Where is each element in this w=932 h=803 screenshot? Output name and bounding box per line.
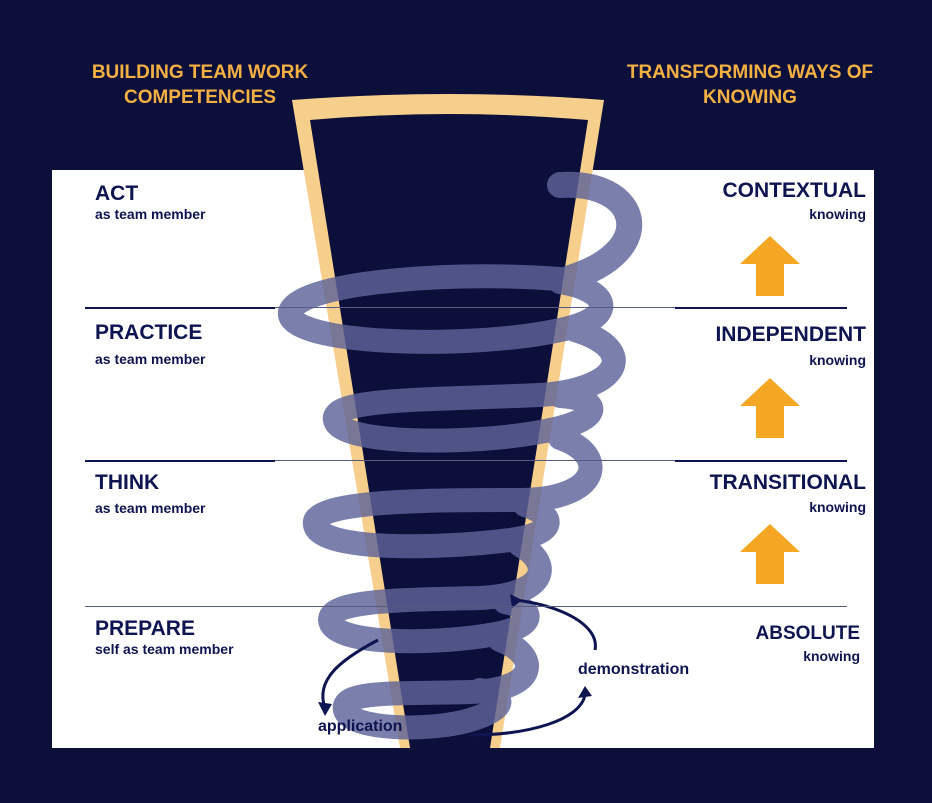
spiral-loop-5 xyxy=(332,628,539,740)
knowing-absolute-subtitle: knowing xyxy=(803,648,860,664)
up-arrow-icon xyxy=(740,236,800,296)
divider-mid-2 xyxy=(275,460,675,461)
competency-think-title: THINK xyxy=(95,471,160,494)
knowing-transitional-subtitle: knowing xyxy=(809,499,866,515)
left-header: BUILDING TEAM WORK COMPETENCIES xyxy=(91,62,309,108)
up-arrow-icon xyxy=(740,524,800,584)
knowing-contextual-subtitle: knowing xyxy=(809,206,866,222)
divider-mid-1 xyxy=(275,307,675,308)
spiral-loop-top xyxy=(547,171,643,291)
knowing-contextual-title: CONTEXTUAL xyxy=(722,179,867,202)
up-arrow-icon xyxy=(740,378,800,438)
divider-right-1 xyxy=(675,307,847,309)
spiral-loop-4 xyxy=(317,533,552,654)
application-arrow xyxy=(321,638,379,709)
demonstration-arrow xyxy=(514,598,597,651)
knowing-independent-subtitle: knowing xyxy=(809,352,866,368)
knowing-transitional-title: TRANSITIONAL xyxy=(709,471,866,494)
spiral xyxy=(278,171,643,740)
competency-think-subtitle: as team member xyxy=(95,500,206,516)
divider-3 xyxy=(85,606,847,607)
application-label: application xyxy=(318,718,403,735)
divider-left-2 xyxy=(85,460,275,462)
divider-right-2 xyxy=(675,460,847,462)
competency-prepare-title: PREPARE xyxy=(95,617,195,640)
demonstration-label: demonstration xyxy=(578,661,690,678)
competency-practice-title: PRACTICE xyxy=(95,321,203,344)
spiral-loop-1 xyxy=(278,264,614,354)
knowing-independent-title: INDEPENDENT xyxy=(715,323,866,346)
bottom-arrow xyxy=(469,694,587,737)
knowing-absolute-title: ABSOLUTE xyxy=(755,623,861,644)
application-arrowhead xyxy=(318,702,332,716)
right-header: TRANSFORMING WAYS OF KNOWING xyxy=(626,62,874,108)
competency-practice-subtitle: as team member xyxy=(95,351,206,367)
process-arrows xyxy=(321,598,597,737)
competency-act-title: ACT xyxy=(95,182,139,205)
spiral-loop-2 xyxy=(323,318,626,453)
bottom-arrowhead xyxy=(578,686,592,698)
application-label-clip: application xyxy=(318,718,428,736)
competency-prepare-subtitle: self as team member xyxy=(95,641,234,657)
competency-act-subtitle: as team member xyxy=(95,206,206,222)
divider-left-1 xyxy=(85,307,275,309)
demonstration-arrowhead xyxy=(510,594,522,608)
